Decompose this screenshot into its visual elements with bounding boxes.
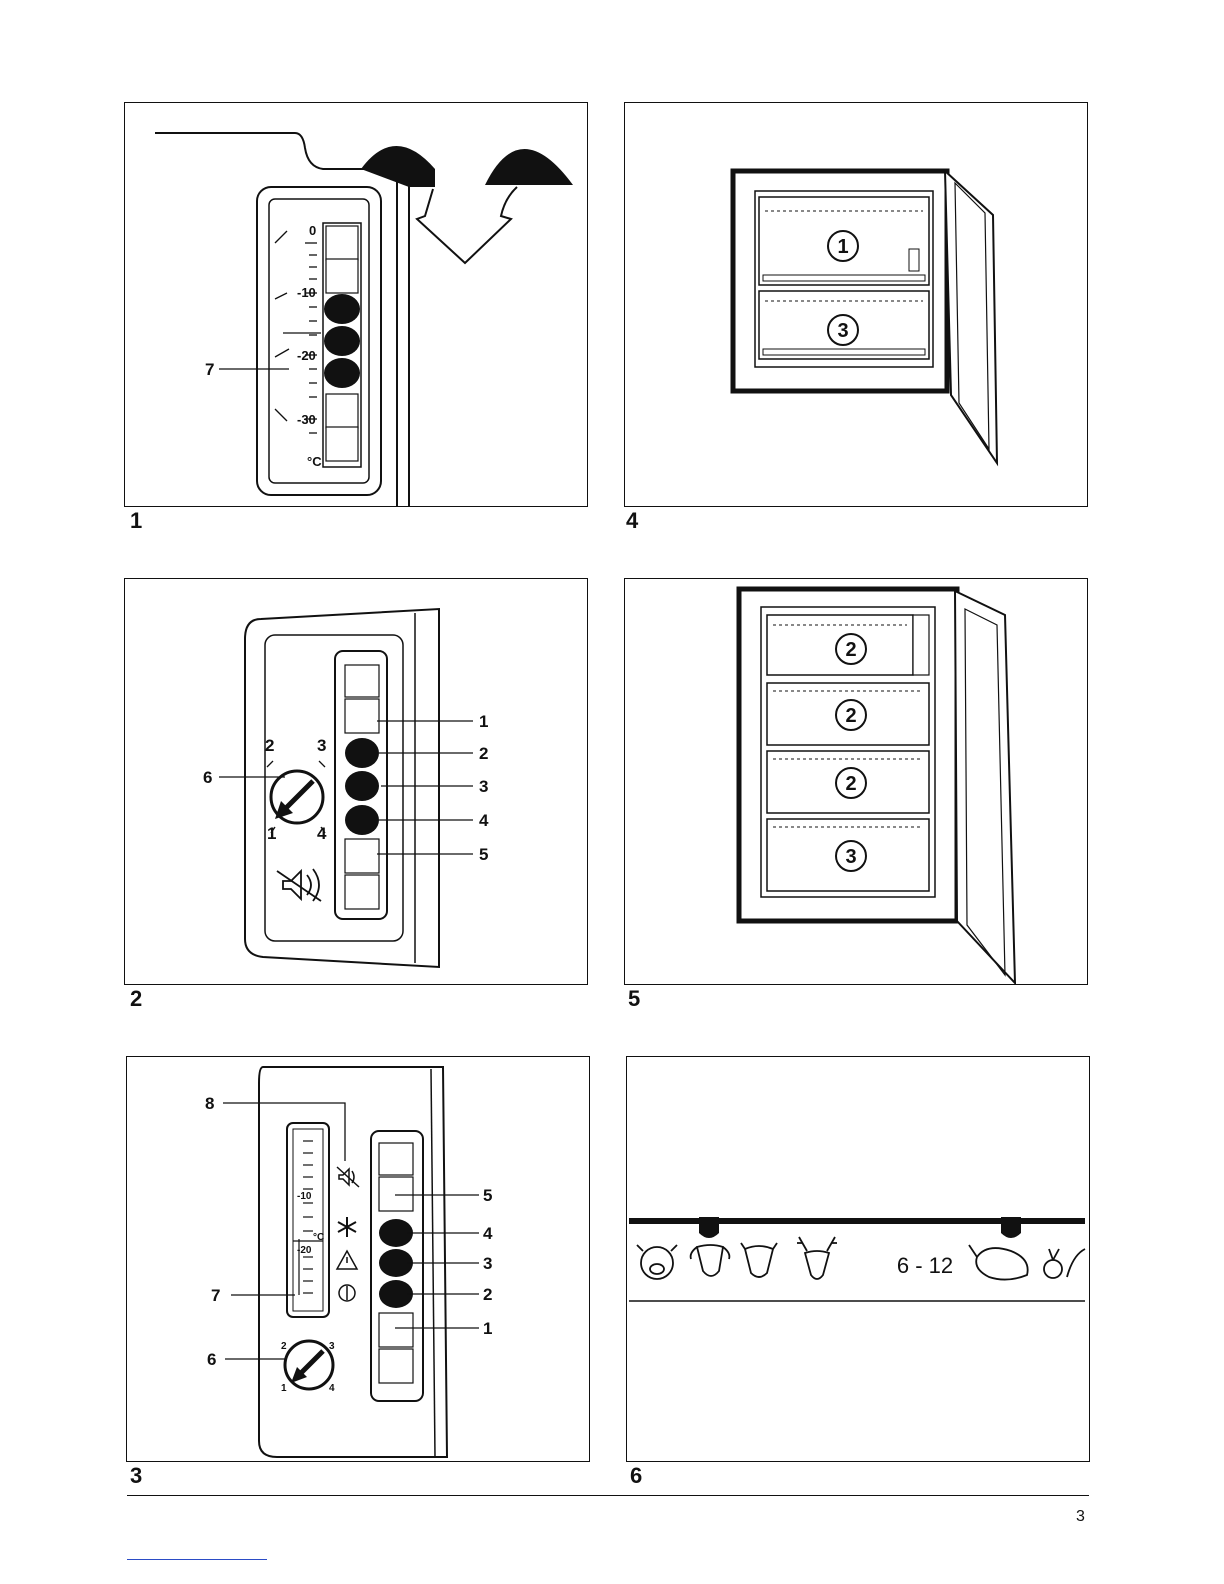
compartment-label: 1 bbox=[837, 236, 848, 258]
callout-7: 7 bbox=[211, 1286, 220, 1305]
compartment-label: 2 bbox=[845, 705, 856, 727]
compartment-label: 3 bbox=[837, 320, 848, 342]
footer-link-underline bbox=[127, 1559, 267, 1560]
figure-number-4: 4 bbox=[626, 508, 638, 534]
dial-mark-2: 2 bbox=[265, 736, 274, 755]
indicator-light bbox=[324, 294, 360, 324]
indicator-light bbox=[324, 358, 360, 388]
callout-7: 7 bbox=[205, 360, 214, 379]
figure-6-drawing: 6 - 12 bbox=[627, 1057, 1089, 1461]
scale-unit: °C bbox=[307, 454, 322, 469]
callout-4: 4 bbox=[479, 811, 489, 830]
scale-label-minus20: -20 bbox=[297, 1245, 312, 1256]
figure-1-panel: 0 -10 -20 -30 °C 7 bbox=[124, 102, 588, 507]
scale-unit: °C bbox=[313, 1232, 324, 1243]
figure-3-drawing: -10 -20 °C bbox=[127, 1057, 589, 1461]
poultry-icon bbox=[969, 1245, 1028, 1280]
callout-4: 4 bbox=[483, 1224, 493, 1243]
vegetable-icon bbox=[1044, 1249, 1085, 1278]
callout-3: 3 bbox=[483, 1254, 492, 1273]
figure-3-panel: -10 -20 °C bbox=[126, 1056, 590, 1462]
scale-label-minus20: -20 bbox=[297, 348, 316, 363]
figure-6-panel: 6 - 12 bbox=[626, 1056, 1090, 1462]
pig-icon bbox=[637, 1245, 677, 1279]
figure-4-panel: 1 3 bbox=[624, 102, 1088, 507]
marker bbox=[699, 1217, 719, 1238]
callout-1: 1 bbox=[483, 1319, 492, 1338]
scale-label-minus10: -10 bbox=[297, 1191, 312, 1202]
figure-2-drawing: 2 3 1 4 1 2 3 4 5 6 bbox=[125, 579, 587, 984]
marker bbox=[1001, 1217, 1021, 1238]
dial-mark-4: 4 bbox=[317, 824, 327, 843]
figure-number-6: 6 bbox=[630, 1463, 642, 1489]
compartment-label: 3 bbox=[845, 846, 856, 868]
figure-number-3: 3 bbox=[130, 1463, 142, 1489]
figure-number-5: 5 bbox=[628, 986, 640, 1012]
callout-8: 8 bbox=[205, 1094, 214, 1113]
dial-mark-3: 3 bbox=[317, 736, 326, 755]
scale-label-0: 0 bbox=[309, 223, 316, 238]
indicator-light bbox=[324, 326, 360, 356]
figure-5-panel: 2 2 2 3 bbox=[624, 578, 1088, 985]
scale-label-minus10: -10 bbox=[297, 285, 316, 300]
dial-mark-4: 4 bbox=[329, 1383, 335, 1394]
footer-rule bbox=[127, 1495, 1089, 1496]
figure-2-panel: 2 3 1 4 1 2 3 4 5 6 bbox=[124, 578, 588, 985]
sheep-icon bbox=[691, 1245, 730, 1276]
dial-mark-1: 1 bbox=[267, 824, 276, 843]
figure-4-drawing: 1 3 bbox=[625, 103, 1087, 506]
callout-5: 5 bbox=[479, 845, 488, 864]
compartment-label: 2 bbox=[845, 773, 856, 795]
callout-2: 2 bbox=[479, 744, 488, 763]
deer-icon bbox=[797, 1237, 837, 1279]
dial-mark-2: 2 bbox=[281, 1341, 287, 1352]
dial-mark-1: 1 bbox=[281, 1383, 287, 1394]
callout-5: 5 bbox=[483, 1186, 492, 1205]
callout-2: 2 bbox=[483, 1285, 492, 1304]
figure-number-2: 2 bbox=[130, 986, 142, 1012]
callout-1: 1 bbox=[479, 712, 488, 731]
cow-icon bbox=[741, 1243, 777, 1277]
callout-6: 6 bbox=[207, 1350, 216, 1369]
storage-period-label: 6 - 12 bbox=[897, 1253, 953, 1278]
callout-6: 6 bbox=[203, 768, 212, 787]
figure-5-drawing: 2 2 2 3 bbox=[625, 579, 1087, 984]
dial-mark-3: 3 bbox=[329, 1341, 335, 1352]
scale-label-minus30: -30 bbox=[297, 412, 316, 427]
callout-3: 3 bbox=[479, 777, 488, 796]
figure-number-1: 1 bbox=[130, 508, 142, 534]
figure-1-drawing: 0 -10 -20 -30 °C 7 bbox=[125, 103, 587, 506]
page-number: 3 bbox=[1076, 1508, 1085, 1526]
compartment-label: 2 bbox=[845, 639, 856, 661]
